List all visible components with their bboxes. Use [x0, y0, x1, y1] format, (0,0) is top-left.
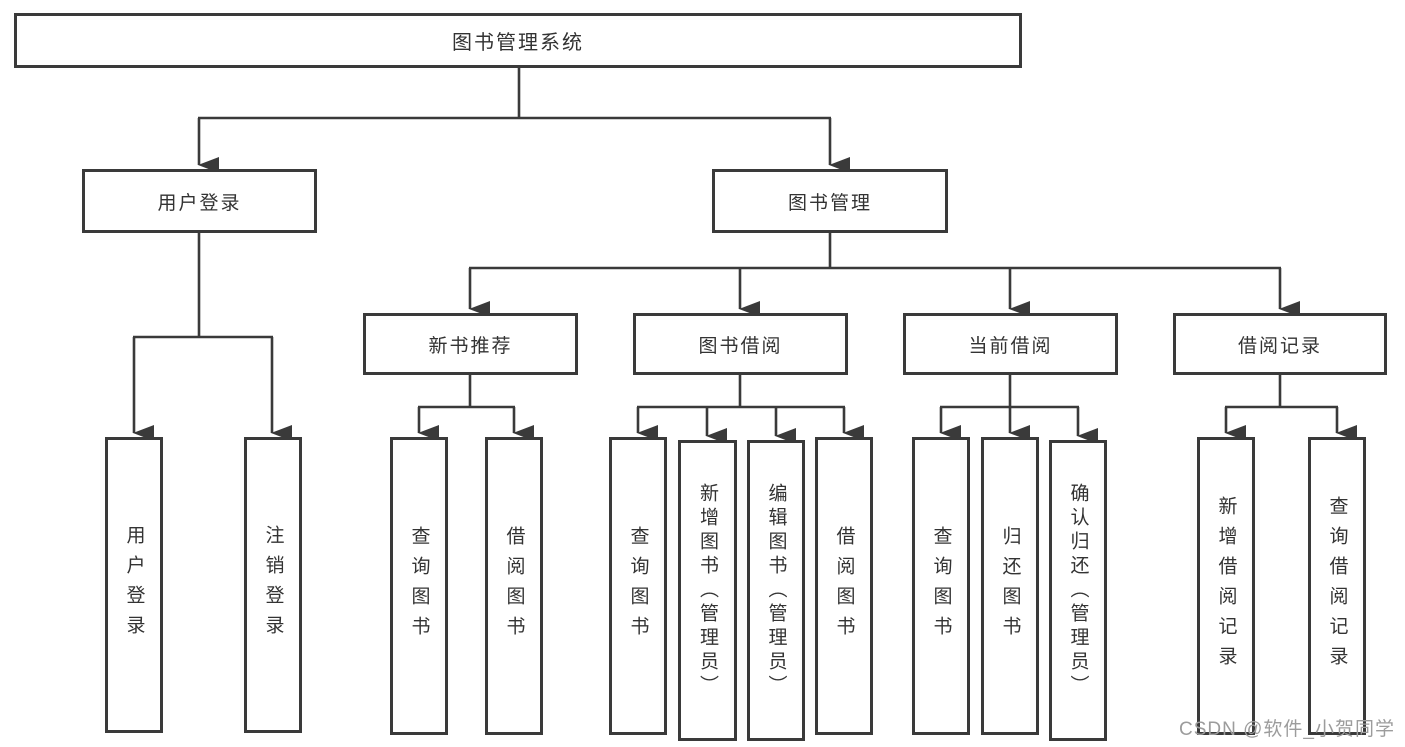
- leaf-label: 新增借阅记录: [1215, 496, 1237, 676]
- leaf-edit-book-admin: 编辑图书（管理员）: [747, 440, 805, 741]
- leaf-logout: 注销登录: [244, 437, 302, 733]
- csdn-watermark: CSDN @软件_小贺同学: [1179, 719, 1395, 740]
- leaf-return-book: 归还图书: [981, 437, 1039, 735]
- node-label: 当前借阅: [968, 335, 1053, 357]
- leaf-label: 确认归还（管理员）: [1067, 482, 1089, 699]
- leaf-user-login: 用户登录: [105, 437, 163, 733]
- leaf-label: 归还图书: [999, 526, 1021, 646]
- node-label: 图书管理: [787, 192, 872, 214]
- leaf-add-book-admin: 新增图书（管理员）: [678, 440, 737, 741]
- node-current-borrow: 当前借阅: [903, 313, 1118, 375]
- leaf-add-borrow-record: 新增借阅记录: [1197, 437, 1255, 735]
- node-label: 用户登录: [157, 192, 242, 214]
- leaf-label: 借阅图书: [833, 526, 855, 646]
- node-book-management: 图书管理: [712, 169, 948, 233]
- leaf-borrow-book-2: 借阅图书: [815, 437, 873, 735]
- leaf-label: 用户登录: [123, 525, 145, 645]
- node-library-management-system: 图书管理系统: [14, 13, 1022, 68]
- node-label: 图书借阅: [698, 335, 783, 357]
- leaf-label: 查询图书: [408, 526, 430, 646]
- node-label: 图书管理系统: [452, 32, 584, 54]
- leaf-query-book-2: 查询图书: [609, 437, 667, 735]
- node-label: 新书推荐: [428, 335, 513, 357]
- leaf-label: 新增图书（管理员）: [697, 482, 718, 699]
- leaf-query-book-1: 查询图书: [390, 437, 448, 735]
- leaf-label: 编辑图书（管理员）: [765, 482, 787, 699]
- node-book-borrow: 图书借阅: [633, 313, 848, 375]
- node-borrow-record: 借阅记录: [1173, 313, 1387, 375]
- leaf-label: 注销登录: [262, 525, 284, 645]
- leaf-label: 查询图书: [627, 526, 649, 646]
- leaf-label: 借阅图书: [503, 526, 525, 646]
- leaf-borrow-book-1: 借阅图书: [485, 437, 543, 735]
- leaf-query-book-3: 查询图书: [912, 437, 970, 735]
- leaf-label: 查询图书: [930, 526, 952, 646]
- leaf-confirm-return-admin: 确认归还（管理员）: [1049, 440, 1107, 741]
- leaf-label: 查询借阅记录: [1326, 496, 1348, 676]
- node-label: 借阅记录: [1237, 335, 1322, 357]
- node-new-book-recommend: 新书推荐: [363, 313, 578, 375]
- node-user-login: 用户登录: [82, 169, 317, 233]
- leaf-query-borrow-record: 查询借阅记录: [1308, 437, 1366, 735]
